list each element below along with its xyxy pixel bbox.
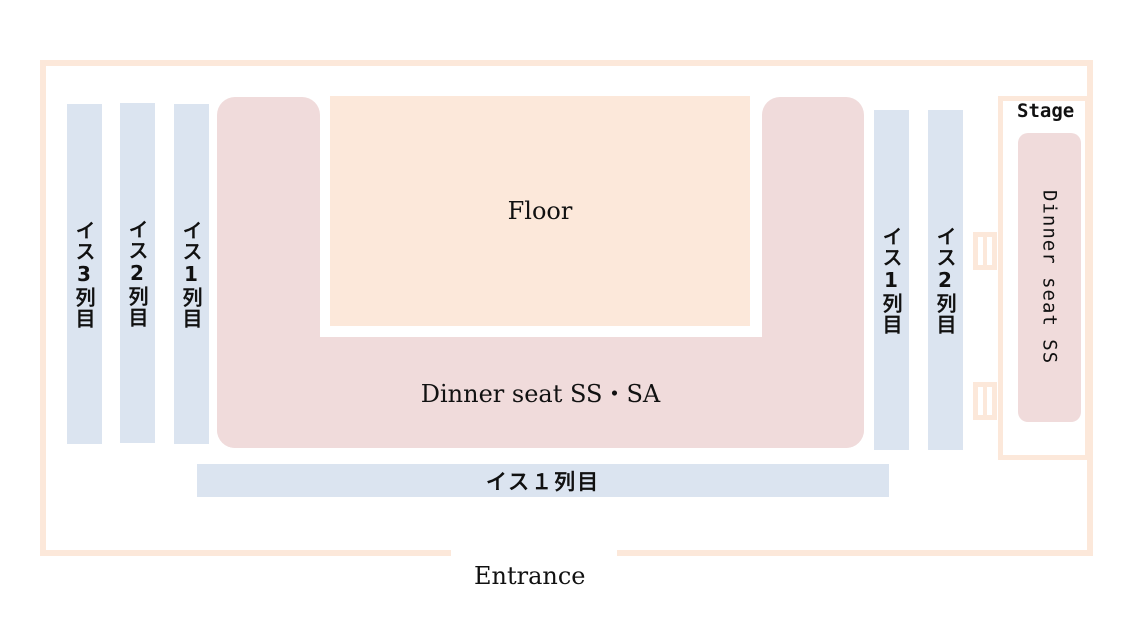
chair-row-left-2-label: イス2列目: [125, 218, 149, 328]
dinner-area-main-label: Dinner seat SS・SA: [420, 380, 661, 408]
stage-step-lower: [973, 382, 997, 420]
room-wall-top: [40, 60, 1093, 66]
room-wall-right: [1087, 60, 1093, 556]
stage-step-upper: [973, 232, 997, 270]
chair-row-right-1-label: イス1列目: [879, 225, 903, 335]
floor-area: Floor: [330, 96, 750, 326]
chair-row-bottom-1: イス１列目: [197, 464, 889, 497]
dinner-area-main: Dinner seat SS・SA: [217, 337, 864, 448]
chair-row-right-2: イス2列目: [928, 110, 963, 450]
room-wall-left: [40, 60, 46, 556]
room-wall-bottom-right: [617, 550, 1093, 556]
room-wall-bottom-left: [40, 550, 451, 556]
floor-label: Floor: [507, 197, 573, 225]
chair-row-left-1: イス1列目: [174, 104, 209, 444]
stage-label: Stage: [1017, 100, 1075, 122]
chair-row-right-2-label: イス2列目: [933, 225, 957, 335]
chair-row-left-1-label: イス1列目: [179, 219, 203, 329]
chair-row-left-3: イス3列目: [67, 104, 102, 444]
entrance-label: Entrance: [474, 562, 586, 590]
chair-row-left-3-label: イス3列目: [72, 219, 96, 329]
dinner-area-stage: Dinner seat SS: [1018, 133, 1081, 422]
chair-row-bottom-1-label: イス１列目: [485, 469, 601, 494]
dinner-area-stage-label: Dinner seat SS: [1038, 190, 1061, 365]
chair-row-right-1: イス1列目: [874, 110, 909, 450]
chair-row-left-2: イス2列目: [120, 103, 155, 443]
